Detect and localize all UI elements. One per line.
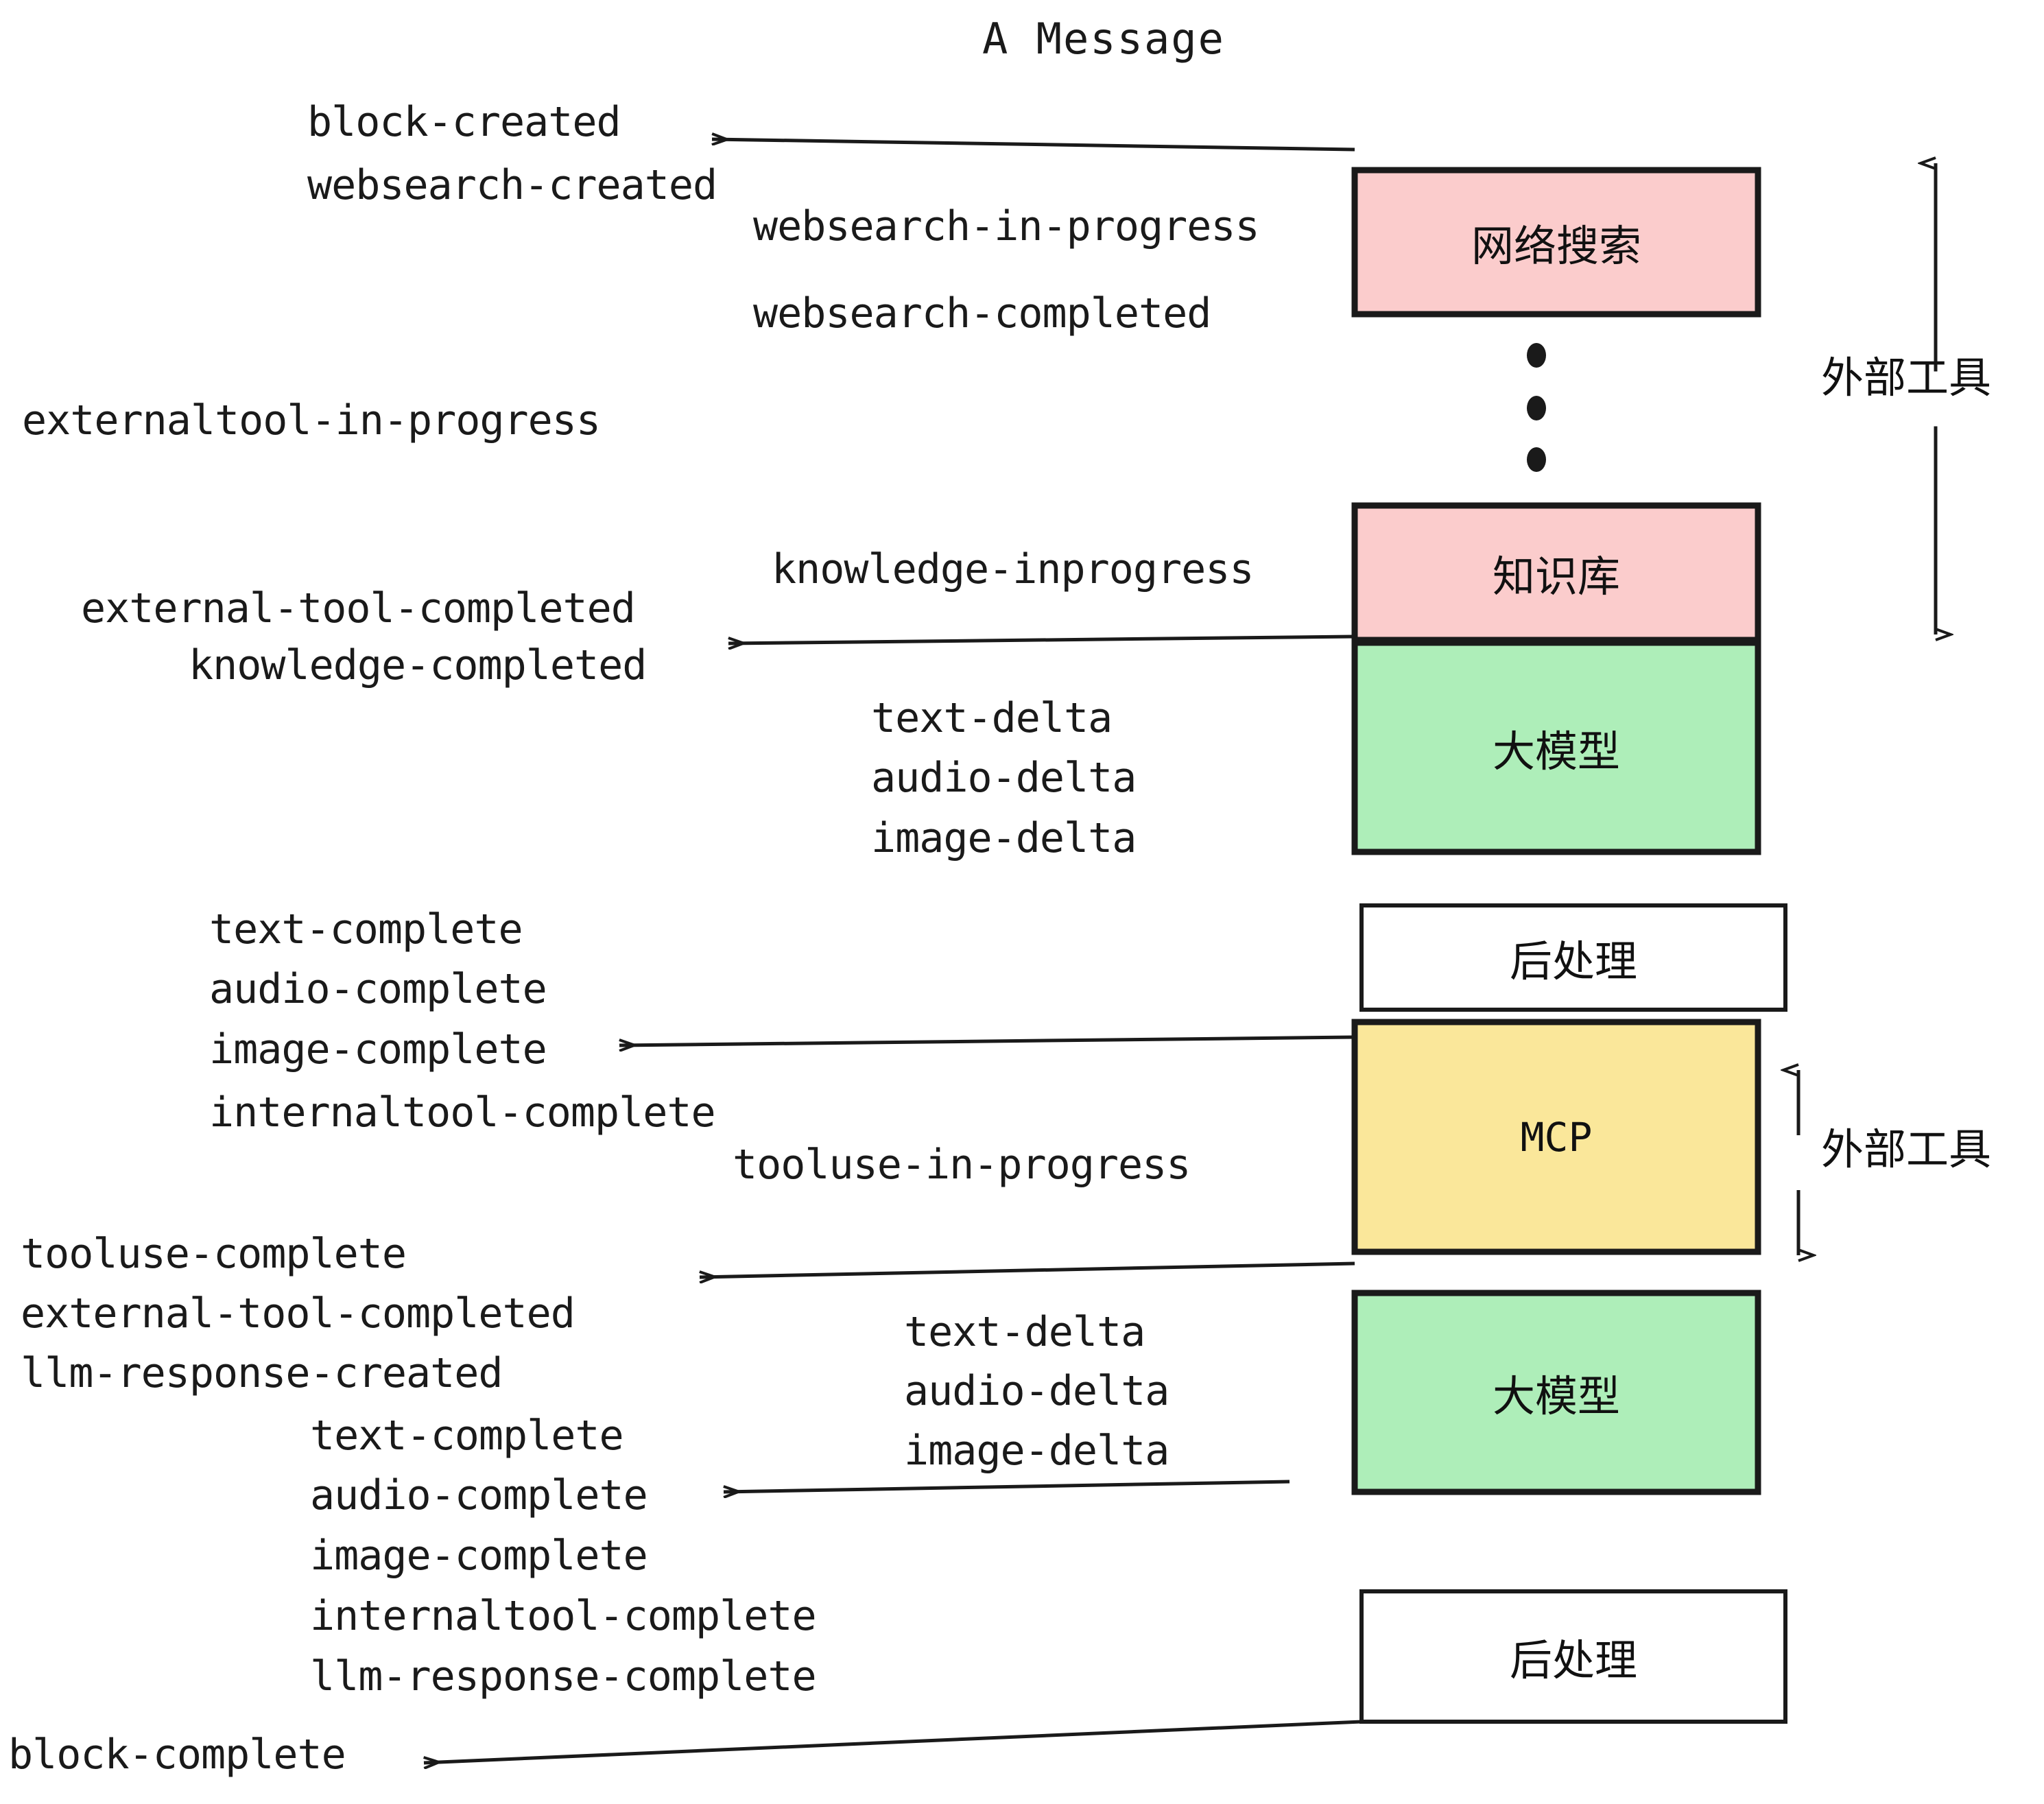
event-label-text-delta-2: text-delta [904, 1308, 1145, 1356]
event-label-block-created: block-created [307, 98, 621, 146]
side-label-external-tools-bottom: 外部工具 [1821, 1124, 1992, 1174]
box-llm-bottom [1351, 1290, 1761, 1495]
event-label-audio-delta-2: audio-delta [904, 1367, 1169, 1415]
process-boxes [1351, 167, 1787, 1724]
event-label-internaltool-complete-1: internaltool-complete [209, 1089, 716, 1137]
event-label-tooluse-in-progress: tooluse-in-progress [733, 1141, 1191, 1189]
event-label-image-delta-1: image-delta [871, 814, 1137, 862]
scope-arrows [1798, 163, 1936, 1255]
arrow-tooluse-complete [700, 1261, 1355, 1277]
event-label-external-tool-completed-2: external-tool-completed [21, 1290, 575, 1338]
box-websearch [1351, 167, 1761, 318]
event-label-text-complete-2: text-complete [310, 1412, 624, 1460]
box-post-bottom [1359, 1589, 1787, 1724]
event-label-text-delta-1: text-delta [871, 694, 1113, 742]
event-label-external-tool-completed-1: external-tool-completed [81, 584, 636, 632]
event-label-image-complete-1: image-complete [209, 1025, 547, 1073]
ellipsis-dot-2 [1527, 447, 1546, 472]
ellipsis-dot-1 [1527, 396, 1546, 420]
side-label-external-tools-top: 外部工具 [1821, 353, 1992, 403]
event-label-block-complete: block-complete [8, 1731, 346, 1779]
event-label-websearch-created: websearch-created [307, 161, 717, 209]
ellipsis-dot-0 [1527, 343, 1546, 368]
event-label-websearch-in-progress: websearch-in-progress [753, 202, 1260, 250]
box-mcp [1351, 1019, 1761, 1255]
event-label-externaltool-in-progress: externaltool-in-progress [22, 396, 601, 444]
event-label-image-complete-2: image-complete [310, 1532, 648, 1580]
event-label-llm-response-created: llm-response-created [21, 1349, 503, 1397]
box-knowledge [1351, 502, 1761, 643]
event-label-text-complete-1: text-complete [209, 905, 523, 953]
event-label-internaltool-complete-2: internaltool-complete [310, 1592, 817, 1640]
event-label-audio-complete-1: audio-complete [209, 965, 547, 1013]
arrow-image-complete [619, 1035, 1355, 1045]
diagram-title: A Message [982, 14, 1225, 64]
arrow-knowledge-completed [728, 634, 1355, 643]
box-llm-top [1351, 639, 1761, 855]
event-arrows [424, 139, 1362, 1763]
event-label-websearch-completed: websearch-completed [753, 289, 1211, 337]
event-label-tooluse-complete: tooluse-complete [21, 1230, 407, 1278]
arrow-block-complete [424, 1720, 1362, 1763]
vertical-ellipsis-icon [1527, 343, 1546, 472]
event-label-llm-response-complete: llm-response-complete [310, 1652, 817, 1700]
event-label-image-delta-2: image-delta [904, 1427, 1169, 1475]
event-label-audio-complete-2: audio-complete [310, 1471, 648, 1519]
arrow-websearch-created [712, 139, 1355, 152]
event-label-audio-delta-1: audio-delta [871, 754, 1137, 802]
arrow-audio-complete [724, 1480, 1290, 1492]
event-label-knowledge-completed: knowledge-completed [189, 641, 647, 689]
event-label-knowledge-inprogress: knowledge-inprogress [772, 545, 1254, 593]
box-post-top [1359, 903, 1787, 1012]
